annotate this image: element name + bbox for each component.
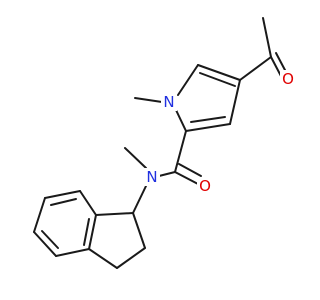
bond-carbonyl-o-double [178,163,202,177]
bond-c6-c7-double [50,198,77,206]
bond-acetyl-methyl [262,17,272,58]
bond-c4-c5-double [41,230,59,249]
amide-nitrogen: N [144,168,160,186]
atom-labels: N N O O [144,70,296,195]
bond-carbonyl-o [174,171,199,185]
amide-oxygen-label: O [199,177,211,195]
bond-n1-methyl [134,97,163,103]
bond-c4-c5 [33,231,57,257]
bond-c3a-c4 [55,248,90,257]
bond-namide-methyl [124,147,147,169]
bond-ch-c4-double [199,72,236,87]
bond-c7a-c3a-double [83,218,90,246]
acetyl-oxygen: O [280,70,296,88]
bond-c2-c3 [116,247,146,269]
bond-c2-n1 [175,109,187,132]
bond-ch-c4 [197,64,241,81]
bond-c1-c2 [132,212,146,249]
amide-nitrogen-label: N [146,168,157,186]
acetyl-oxygen-label: O [282,70,294,88]
molecule-structure-diagram: N N O O [33,17,296,269]
bond-c7-c7a [79,190,97,216]
bond-c5-c6 [33,197,46,233]
amide-oxygen: O [197,177,213,195]
bond-c4-c3 [229,79,241,125]
bonds [33,17,287,269]
bond-c3-c2 [185,123,231,132]
bond-c3-c3a [88,248,118,269]
pyrrole-nitrogen-label: N [163,93,174,111]
bond-c3-c2-double [190,116,226,123]
bond-c7a-c1 [95,212,134,216]
bond-c2-carbonyl [174,130,187,173]
bond-n1-ch [177,64,199,96]
bond-c7a-c3a [88,214,97,250]
bond-carbonyl-n [158,171,176,177]
bond-c4-acetyl-c [239,56,272,81]
bond-acetyl-co-double [275,52,287,73]
bond-namide-indane [132,185,147,214]
pyrrole-nitrogen: N [161,93,177,111]
bond-c6-c7 [44,190,81,199]
